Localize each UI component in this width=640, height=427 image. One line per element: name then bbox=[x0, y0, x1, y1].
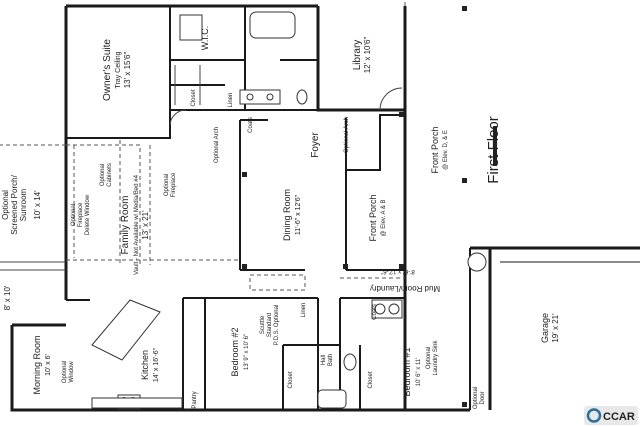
first-floor-label: First Floor bbox=[485, 116, 502, 184]
optional-window-line1: Optional bbox=[62, 361, 68, 383]
morning-room-dims: 10' x 6' bbox=[45, 354, 52, 376]
optional-arch-label-2: Optional Arch bbox=[344, 117, 350, 153]
bedroom1-dims: 10' 6" x 11' bbox=[416, 358, 422, 387]
bedroom1-label: Bedroom #1 bbox=[402, 347, 412, 396]
family-room-dims: 13' x 21' bbox=[141, 210, 150, 240]
owners-shower bbox=[179, 14, 203, 41]
kitchen-label: Kitchen bbox=[140, 350, 150, 380]
linen-label-2: Linen bbox=[301, 303, 307, 318]
kitchen-counter bbox=[91, 397, 183, 409]
front-porch-ab-note: @ Elev. A & B bbox=[381, 200, 387, 237]
owners-bathtub bbox=[249, 11, 296, 39]
screened-porch-dims: 10' x 14' bbox=[33, 190, 42, 220]
water-heater bbox=[467, 252, 487, 272]
scuttle-line1: Scuttle bbox=[260, 315, 266, 334]
watermark-logo-icon bbox=[586, 408, 602, 423]
optional-laundry-sink-line2: Laundry Sink bbox=[433, 339, 439, 375]
dim-8x10-label: 8' x 10' bbox=[3, 285, 12, 310]
vault-note: Vault - Not Available w/ Media/Bed #4 bbox=[134, 174, 140, 274]
bedroom2-label: Bedroom #2 bbox=[230, 327, 240, 376]
optional-fireplace-delete-window-line3: Delete Window bbox=[85, 194, 91, 235]
family-room-label: Family Room bbox=[120, 196, 131, 255]
optional-dashed-lines bbox=[0, 0, 406, 291]
foyer-label: Foyer bbox=[310, 132, 321, 158]
ccar-watermark: CCAR bbox=[584, 406, 638, 425]
optional-cabinets-line2: Cabinets bbox=[107, 163, 113, 187]
kitchen-island bbox=[91, 299, 161, 361]
closet-label-bed2: Closet bbox=[288, 371, 294, 388]
optional-laundry-sink-line1: Optional bbox=[426, 347, 432, 369]
dining-room-label: Dining Room bbox=[282, 189, 292, 241]
library-label: Library bbox=[352, 40, 363, 71]
library-dims: 12' x 10'6" bbox=[363, 37, 372, 74]
screened-porch-line1: Optional bbox=[1, 190, 10, 220]
owners-suite-label: Owner's Suite bbox=[102, 39, 113, 101]
optional-arch-label-1: Optional Arch bbox=[214, 127, 220, 163]
bedroom2-dims: 13' 9" x 10' 6" bbox=[244, 334, 250, 370]
optional-fireplace-line1: Optional bbox=[164, 174, 170, 196]
owners-toilet bbox=[296, 89, 308, 105]
optional-fireplace-delete-window-line1: Optional bbox=[71, 204, 77, 226]
front-porch-de-label: Front Porch bbox=[430, 126, 440, 173]
wic-label: W.I.C. bbox=[200, 26, 210, 51]
kitchen-dims: 14' x 16'-6" bbox=[153, 347, 160, 382]
screened-porch-line3: Sunroom bbox=[19, 188, 28, 221]
morning-room-label: Morning Room bbox=[32, 335, 42, 394]
watermark-text: CCAR bbox=[603, 411, 635, 423]
library-door-swing bbox=[379, 87, 403, 111]
linen-label: Linen bbox=[228, 93, 234, 108]
owners-suite-note: Tray Ceiling bbox=[115, 51, 122, 88]
scuttle-line3: P.D.S. Optional bbox=[274, 305, 280, 346]
mud-room-label: Mud Room/Laundry bbox=[370, 284, 440, 293]
walls bbox=[0, 4, 640, 412]
coats-label-2: Coats bbox=[372, 304, 378, 320]
labels: First Floor Owner's Suite Tray Ceiling 1… bbox=[1, 26, 560, 409]
optional-fireplace-delete-window-line2: Fireplace bbox=[78, 202, 84, 227]
owners-door-swing bbox=[169, 109, 187, 126]
scuttle-line2: Standard bbox=[267, 313, 273, 337]
closet-label-bed1: Closet bbox=[368, 371, 374, 388]
optional-window-line2: Window bbox=[69, 361, 75, 383]
closet-label: Closet bbox=[191, 89, 197, 106]
garage-label: Garage bbox=[540, 313, 550, 343]
hall-bath-line1: Hall bbox=[321, 355, 327, 365]
owners-suite-dims: 13' x 15'6" bbox=[123, 52, 132, 89]
optional-cabinets-line1: Optional bbox=[100, 164, 106, 186]
front-porch-de-note: @ Elev. D, & E bbox=[443, 130, 449, 170]
garage-dims: 19' x 21' bbox=[551, 313, 560, 343]
mud-room-dims: 8'-6" x 12'-6" bbox=[381, 268, 415, 274]
dining-room-dims: 11'-6" x 12'6" bbox=[295, 194, 302, 235]
hall-bathtub bbox=[317, 389, 347, 409]
screened-porch-line2: Screened Porch/ bbox=[10, 174, 19, 234]
fixtures bbox=[91, 6, 497, 410]
owners-vanity bbox=[239, 89, 281, 105]
optional-door-line1: Optional bbox=[473, 387, 479, 409]
hall-toilet bbox=[343, 353, 357, 371]
hall-bath-line2: Bath bbox=[328, 354, 334, 366]
optional-fireplace-line2: Fireplace bbox=[171, 172, 177, 197]
column bbox=[493, 126, 497, 166]
front-porch-ab-label: Front Porch bbox=[368, 194, 378, 241]
coats-label: Coats bbox=[248, 117, 254, 133]
optional-door-line2: Door bbox=[480, 391, 486, 404]
pantry-label: Pantry bbox=[192, 391, 198, 408]
